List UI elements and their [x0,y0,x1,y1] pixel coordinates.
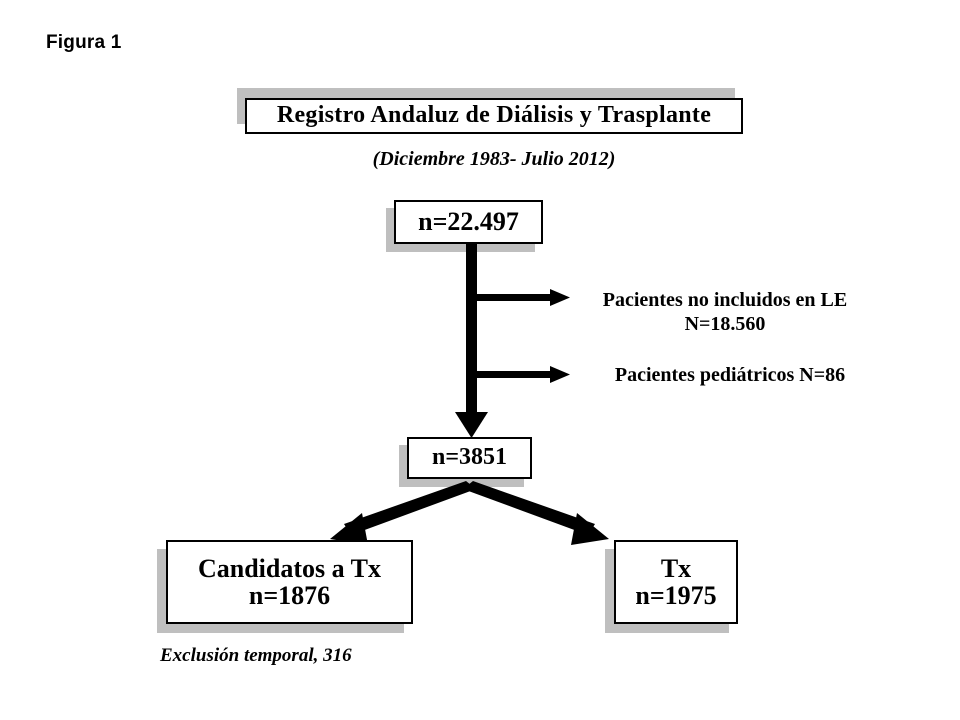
pediatric-note: Pacientes pediátricos N=86 [585,363,875,387]
branch-arrow-not-included [471,289,570,306]
not-included-label: Pacientes no incluidos en LE [602,289,848,311]
main-flow-arrow [455,244,488,438]
pediatric-label: Pacientes pediátricos N=86 [614,364,846,386]
figure-label: Figura 1 [46,32,122,53]
total-patients-count: n=22.497 [418,207,519,237]
transplanted-count: n=1975 [635,581,717,610]
not-included-count: N=18.560 [684,313,766,336]
eligible-patients-count: n=3851 [431,444,508,471]
total-patients-box: n=22.497 [394,200,543,244]
registry-period-subtitle: (Diciembre 1983- Julio 2012) [372,148,616,170]
temporal-exclusion-footnote: Exclusión temporal, 316 [160,645,352,666]
registry-title-text: Registro Andaluz de Diálisis y Trasplant… [276,102,712,129]
candidates-label: Candidatos a Tx [197,553,382,583]
not-included-note: Pacientes no incluidos en LE N=18.560 [575,288,875,337]
candidates-box: Candidatos a Tx n=1876 [166,540,413,624]
eligible-patients-box: n=3851 [407,437,532,479]
branch-arrow-pediatric [471,366,570,383]
registry-title-box: Registro Andaluz de Diálisis y Trasplant… [245,98,743,134]
transplanted-label: Tx [660,553,692,583]
split-arrow-transplanted [463,481,609,545]
split-arrow-candidates [330,481,476,545]
candidates-count: n=1876 [248,581,331,610]
transplanted-box: Tx n=1975 [614,540,738,624]
